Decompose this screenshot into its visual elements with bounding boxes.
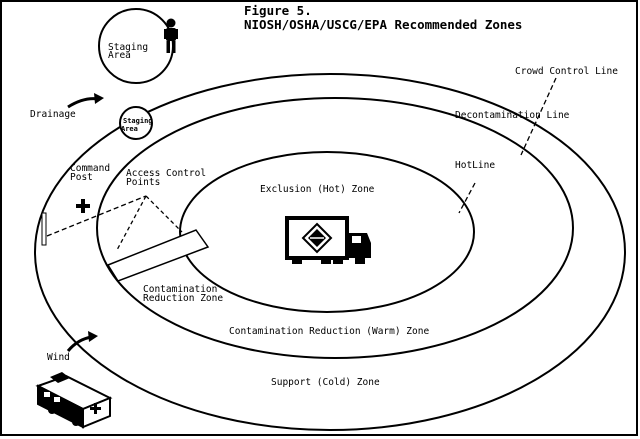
ambulance-icon bbox=[35, 372, 113, 429]
drainage-arrow-icon bbox=[67, 93, 104, 109]
staging-area-label-2: Area bbox=[108, 50, 131, 61]
hotline-label: HotLine bbox=[455, 160, 495, 171]
command-post-label-2: Post bbox=[70, 172, 93, 183]
cross-icon bbox=[76, 199, 90, 213]
contamination-reduction-zone-boundary bbox=[96, 97, 574, 359]
wind-arrow-icon bbox=[66, 331, 98, 352]
small-staging-area-label-2: Area bbox=[121, 125, 138, 133]
inner-reduction-zone-label-1: Contamination bbox=[143, 284, 217, 295]
small-staging-area-circle bbox=[119, 106, 153, 140]
command-post-gate bbox=[41, 212, 47, 246]
small-staging-area-label-1: Staging bbox=[123, 117, 153, 125]
decontamination-line-label: Decontamination Line bbox=[455, 110, 570, 121]
access-control-points-label-1: Access Control bbox=[126, 168, 206, 179]
drainage-label: Drainage bbox=[30, 109, 76, 120]
person-icon bbox=[164, 18, 178, 53]
staging-area-label-1: Staging bbox=[108, 42, 148, 53]
command-post-label-1: Command bbox=[70, 163, 110, 174]
figure-number: Figure 5. bbox=[244, 3, 312, 18]
exclusion-zone-boundary bbox=[179, 151, 475, 313]
figure-title: NIOSH/OSHA/USCG/EPA Recommended Zones bbox=[244, 17, 522, 32]
access-corridor bbox=[46, 195, 210, 282]
crowd-control-line-leader bbox=[520, 77, 557, 156]
contamination-reduction-zone-label: Contamination Reduction (Warm) Zone bbox=[229, 326, 429, 337]
crowd-control-line-label: Crowd Control Line bbox=[515, 66, 618, 77]
access-control-points-label-2: Points bbox=[126, 177, 160, 188]
support-zone-label: Support (Cold) Zone bbox=[271, 377, 380, 388]
hazmat-truck-icon bbox=[285, 216, 371, 264]
exclusion-zone-label: Exclusion (Hot) Zone bbox=[260, 184, 375, 195]
inner-reduction-zone-label-2: Reduction Zone bbox=[143, 293, 223, 304]
support-zone-boundary bbox=[34, 73, 626, 431]
hotline-leader bbox=[458, 182, 476, 214]
wind-label: Wind bbox=[47, 352, 70, 363]
